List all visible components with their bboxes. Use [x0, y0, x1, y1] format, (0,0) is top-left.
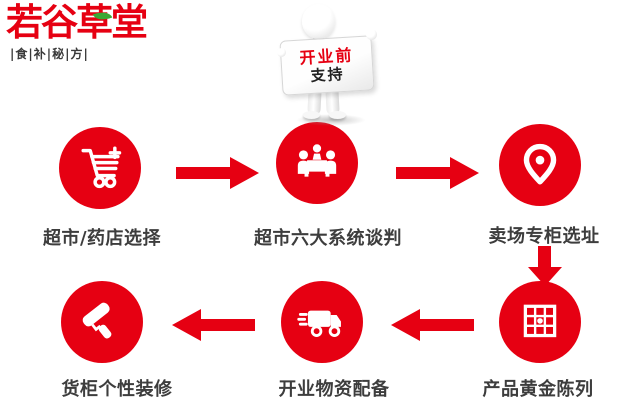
shelf-grid-icon: [523, 304, 557, 338]
step-circle-decoration: [61, 281, 143, 363]
arrow-shaft: [176, 167, 232, 179]
step-label-supplies: 开业物资配备: [278, 379, 390, 400]
arrow-head: [172, 309, 201, 341]
arrow-head: [391, 309, 420, 341]
step-label-decoration: 货柜个性装修: [61, 379, 173, 400]
arrow-down-icon: [528, 246, 562, 286]
arrow-shaft: [418, 319, 474, 331]
step-label-product-display: 产品黄金陈列: [482, 379, 594, 400]
paint-roller-icon: [82, 302, 112, 339]
arrow-left-icon: [391, 309, 474, 341]
mascot-left-foot: [303, 111, 320, 119]
arrow-right-icon: [396, 157, 479, 189]
sign-text-line1: 开业前: [298, 44, 354, 68]
meeting-table-icon: [297, 144, 337, 177]
step-label-site-selection: 卖场专柜选址: [488, 226, 600, 247]
delivery-truck-icon: [297, 310, 341, 337]
arrow-head: [450, 157, 479, 189]
step-circle-product-display: [499, 281, 581, 363]
mascot-head: [302, 4, 335, 39]
brand-logo-text: 若谷草堂: [6, 1, 148, 44]
arrow-shaft: [199, 319, 255, 331]
location-pin-icon: [523, 143, 557, 185]
mascot-left-hand: [277, 48, 286, 57]
sign-text-line2: 支持: [310, 64, 346, 85]
step-circle-store-selection: [59, 127, 141, 209]
arrow-shaft: [396, 167, 452, 179]
step-circle-supplies: [281, 281, 363, 363]
shopping-cart-icon: [81, 146, 122, 189]
brand-logo: 若谷草堂 |食|补|秘|方|: [6, 2, 166, 62]
step-circle-site-selection: [499, 124, 581, 206]
arrow-shaft: [538, 246, 551, 267]
brand-tagline: |食|补|秘|方|: [10, 47, 89, 61]
step-label-store-selection: 超市/药店选择: [42, 228, 162, 249]
mascot-right-hand: [366, 29, 377, 40]
mascot-right-foot: [329, 111, 346, 119]
arrow-right-icon: [176, 157, 259, 189]
mascot-sign-board: 开业前 支持: [279, 35, 375, 96]
step-circle-negotiation: [276, 122, 358, 204]
step-label-negotiation: 超市六大系统谈判: [254, 228, 402, 249]
mascot-figure: 开业前 支持: [266, 2, 396, 128]
arrow-head: [230, 157, 259, 189]
arrow-left-icon: [172, 309, 255, 341]
